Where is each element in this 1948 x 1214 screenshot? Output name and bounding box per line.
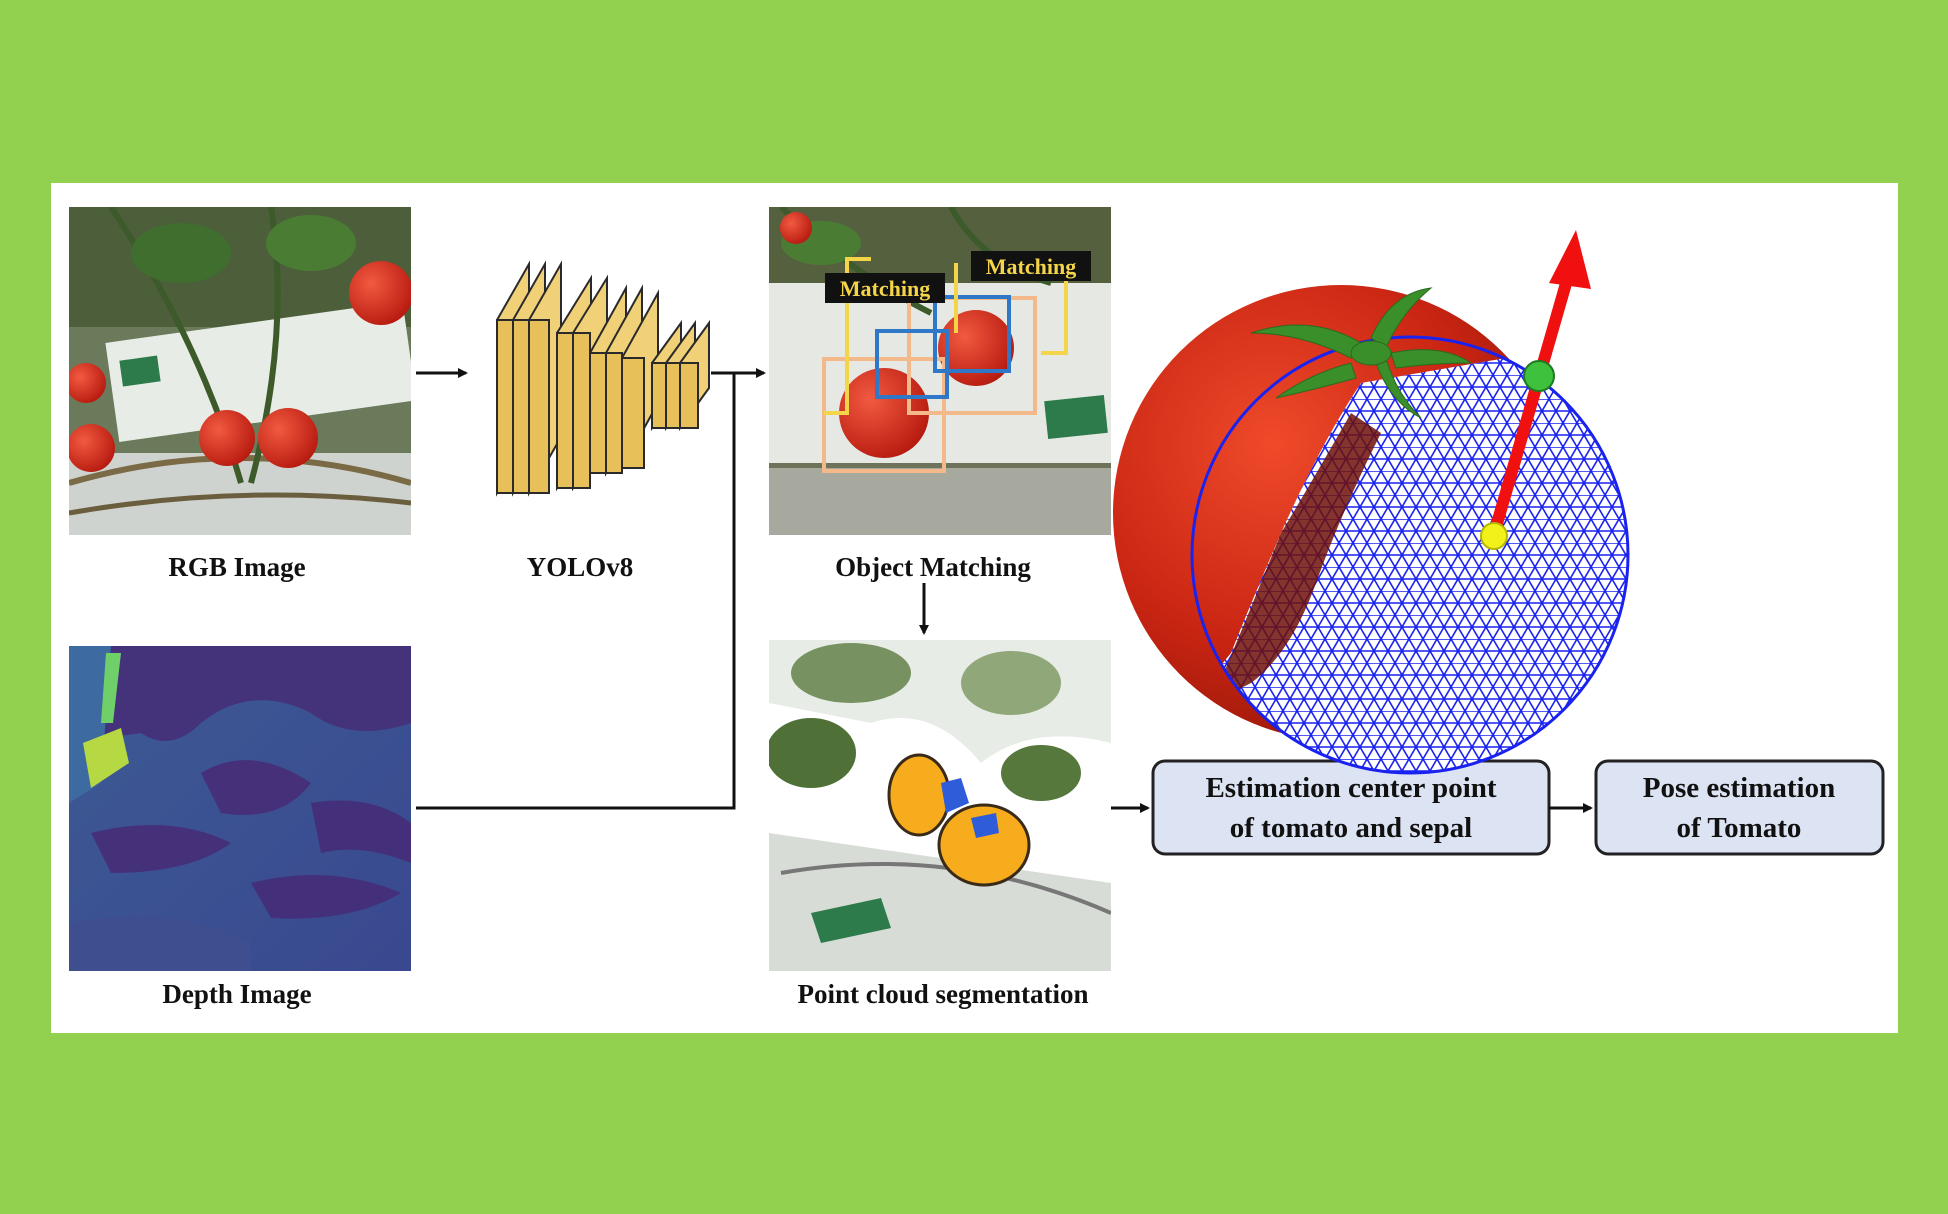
tomato-center-point: [1480, 522, 1508, 550]
diagram-panel: RGB Image: [51, 183, 1898, 1033]
object-matching-label: Object Matching: [835, 552, 1031, 582]
fitted-sphere-mesh: [1192, 337, 1628, 773]
sepal-center-point: [1523, 360, 1555, 392]
pipeline-diagram: RGB Image: [69, 207, 1885, 1009]
center-estimation-line1: Estimation center point: [1205, 772, 1496, 804]
matching-tag-right-bg: [971, 251, 1091, 281]
matching-boxes: [822, 295, 1037, 473]
tomato-pose-axis: [1488, 271, 1575, 536]
pointcloud-segmentation-image: [769, 640, 1111, 971]
object-matching-image: Matching Matching: [769, 207, 1111, 535]
yolo-network-icon: [496, 260, 710, 497]
rgb-image-label: RGB Image: [168, 552, 305, 582]
matching-box-depth-left: [875, 329, 949, 399]
depth-connector-line: [416, 373, 736, 810]
pointcloud-label: Point cloud segmentation: [797, 979, 1088, 1009]
rgb-image: [69, 207, 411, 535]
matching-box-depth-right: [933, 295, 1011, 373]
yolo-label: YOLOv8: [527, 552, 634, 582]
tomato-pose-3d: [1113, 230, 1630, 775]
depth-image: [69, 646, 411, 971]
tomato-sepal-icon: [1250, 287, 1473, 419]
depth-image-label: Depth Image: [162, 979, 311, 1009]
center-estimation-line2: of tomato and sepal: [1230, 812, 1472, 844]
matching-tag-left: Matching: [840, 276, 930, 301]
pose-estimation-box: [1594, 759, 1885, 856]
pose-estimation-line1: Pose estimation: [1643, 772, 1836, 804]
pose-axis-arrowhead-icon: [1549, 230, 1591, 289]
pose-estimation-line2: of Tomato: [1677, 812, 1802, 844]
matching-tag-left-bg: [825, 273, 945, 303]
matching-tag-right: Matching: [986, 254, 1076, 279]
